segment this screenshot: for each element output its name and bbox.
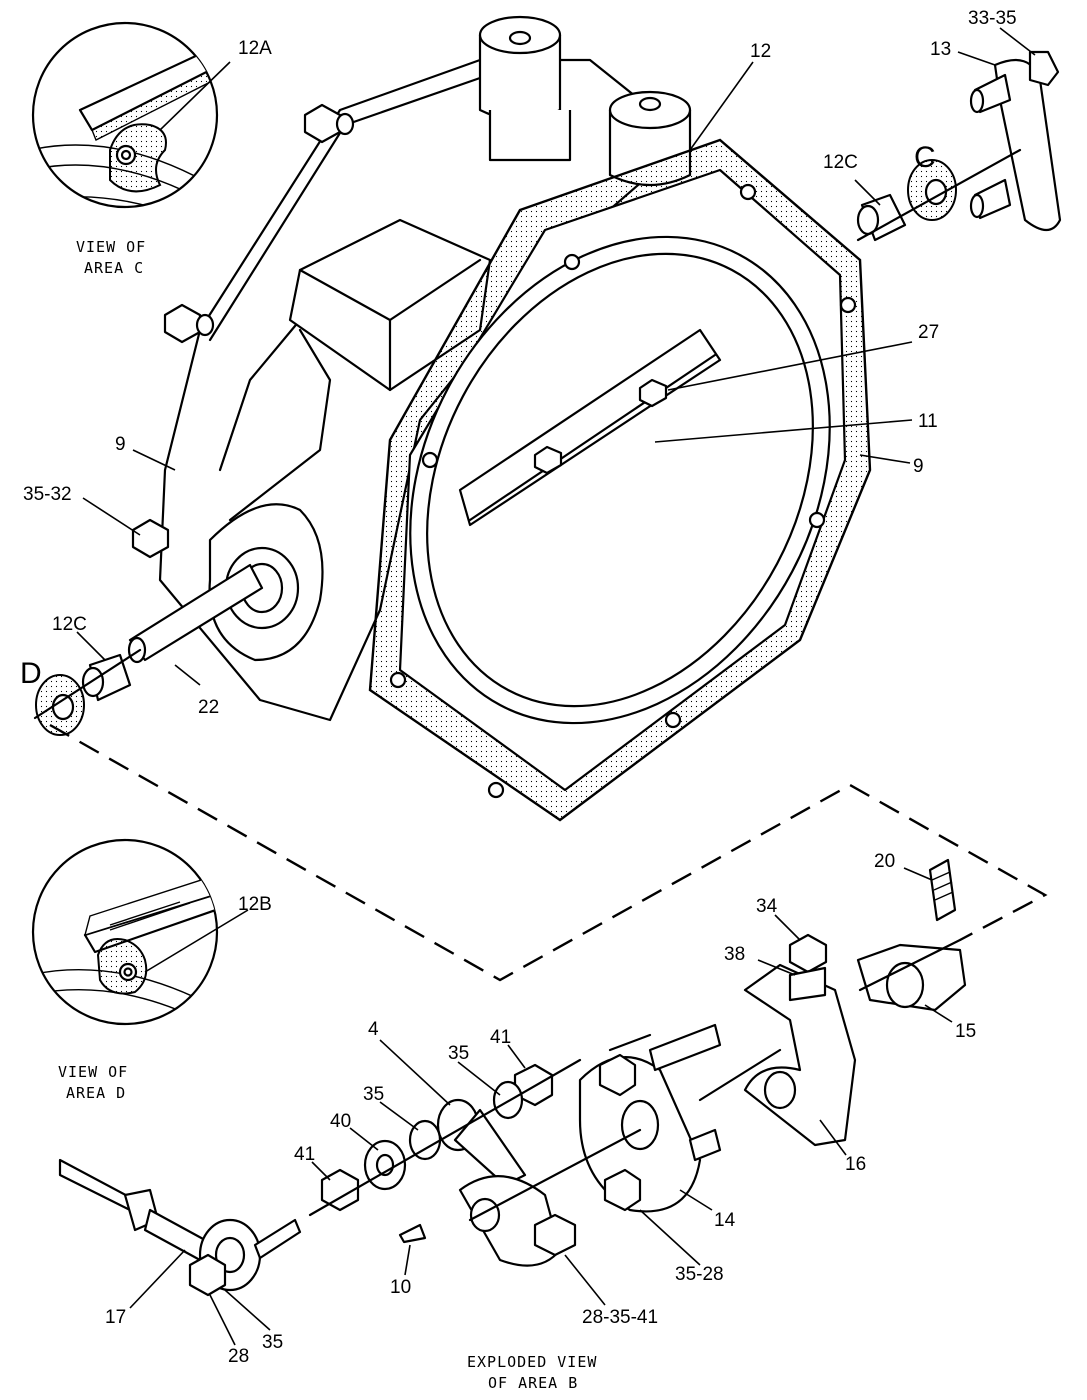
callout-label: 12B bbox=[238, 894, 272, 915]
rear-bolt bbox=[131, 518, 170, 559]
flange-holes bbox=[389, 183, 857, 799]
callout-label: 41 bbox=[490, 1027, 511, 1048]
callout-label: 22 bbox=[198, 697, 219, 718]
callout-label: 20 bbox=[874, 851, 895, 872]
area-letter-d: D bbox=[20, 657, 42, 690]
callout-label: 12C bbox=[52, 614, 87, 635]
callout-label: 9 bbox=[115, 434, 126, 455]
callout-label: 35 bbox=[448, 1043, 469, 1064]
callout-label: 35-28 bbox=[675, 1264, 724, 1285]
rear-bolt bbox=[163, 303, 215, 344]
detail-view-c bbox=[31, 21, 219, 209]
callout-label: 27 bbox=[918, 322, 939, 343]
area-letter-c: C bbox=[914, 141, 936, 174]
top-boss bbox=[478, 15, 572, 162]
detail-view-d bbox=[31, 838, 219, 1026]
seal-d bbox=[35, 674, 85, 736]
callouts: 12A 12 33-35 13 12C 27 11 9 9 35-32 12C … bbox=[23, 8, 1017, 1367]
callout-label: 11 bbox=[918, 411, 938, 432]
exploded-parts bbox=[58, 858, 967, 1297]
callout-label: 10 bbox=[390, 1277, 411, 1298]
callout-label: 35 bbox=[262, 1332, 283, 1353]
caption-view-d-line2: AREA D bbox=[66, 1084, 126, 1102]
callout-label: 35-32 bbox=[23, 484, 72, 505]
plate-screw bbox=[533, 445, 563, 475]
callout-label: 12C bbox=[823, 152, 858, 173]
leader-lines bbox=[76, 27, 1036, 1346]
callout-label: 12A bbox=[238, 38, 272, 59]
callout-label: 40 bbox=[330, 1111, 351, 1132]
callout-label: 33-35 bbox=[968, 8, 1017, 29]
bushing-12c-top bbox=[856, 193, 907, 242]
plate-screw bbox=[638, 378, 668, 408]
caption-exploded-line2: OF AREA B bbox=[488, 1374, 578, 1392]
callout-label: 34 bbox=[756, 896, 778, 917]
rear-bolt bbox=[303, 103, 355, 144]
callout-label: 4 bbox=[368, 1019, 379, 1040]
callout-label: 16 bbox=[845, 1154, 866, 1175]
callout-label: 17 bbox=[105, 1307, 126, 1328]
callout-label: 15 bbox=[955, 1021, 976, 1042]
bracket-13 bbox=[969, 50, 1062, 232]
callout-label: 28-35-41 bbox=[582, 1307, 658, 1328]
callout-label: 41 bbox=[294, 1144, 315, 1165]
callout-label: 28 bbox=[228, 1346, 249, 1367]
caption-view-c-line1: VIEW OF bbox=[76, 238, 146, 256]
reference-line-b bbox=[49, 723, 1048, 982]
callout-label: 12 bbox=[750, 41, 771, 62]
housing-assembly bbox=[127, 15, 872, 822]
callout-label: 14 bbox=[714, 1210, 736, 1231]
caption-view-c-line2: AREA C bbox=[84, 259, 144, 277]
caption-exploded-line1: EXPLODED VIEW bbox=[467, 1353, 597, 1371]
bushing-12c-left bbox=[81, 653, 132, 702]
callout-label: 38 bbox=[724, 944, 745, 965]
callout-label: 9 bbox=[913, 456, 924, 477]
bore bbox=[409, 235, 831, 725]
caption-view-d-line1: VIEW OF bbox=[58, 1063, 128, 1081]
callout-label: 13 bbox=[930, 39, 951, 60]
callout-label: 35 bbox=[363, 1084, 384, 1105]
